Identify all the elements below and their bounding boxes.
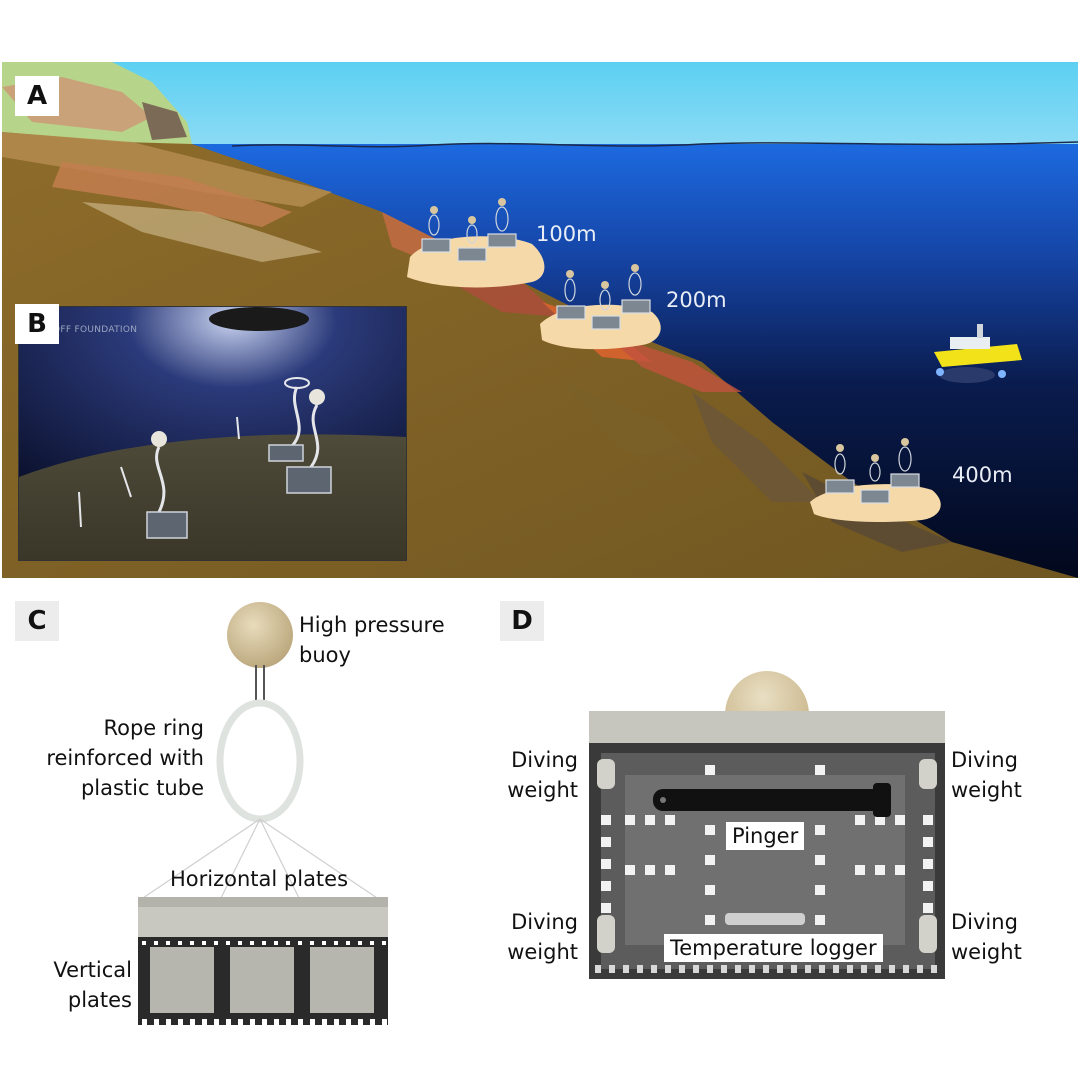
diving-weight-tr	[919, 759, 937, 789]
depth-label-100m: 100m	[536, 222, 597, 246]
label-buoy-line2: buoy	[299, 643, 351, 667]
label-diving-weight-bl: Diving weight	[500, 907, 578, 967]
label-dw-br-line2: weight	[951, 940, 1022, 964]
panel-letter-c: C	[15, 601, 59, 641]
label-dw-bl-line1: Diving	[511, 910, 578, 934]
frame-top-view-d	[589, 671, 945, 979]
photo-watermark: OFF FOUNDATION	[53, 325, 138, 335]
diving-weight-tl	[597, 759, 615, 789]
vertical-plate-2	[230, 947, 294, 1013]
mooring-group-200m	[556, 264, 651, 330]
label-buoy: High pressure buoy	[299, 610, 445, 670]
label-buoy-line1: High pressure	[299, 613, 445, 637]
label-diving-weight-br: Diving weight	[951, 907, 1022, 967]
panel-b-photo: OFF FOUNDATION	[18, 306, 407, 561]
ocean-scene	[2, 62, 1079, 578]
panel-letter-d: D	[500, 601, 544, 641]
depth-label-400m: 400m	[952, 463, 1013, 487]
label-vertical-line1: Vertical	[53, 958, 132, 982]
label-rope-ring: Rope ring reinforced with plastic tube	[20, 713, 204, 803]
panel-letter-a: A	[15, 76, 59, 116]
mooring-group-400m	[825, 438, 920, 504]
label-horizontal-plates: Horizontal plates	[170, 867, 349, 891]
mooring-diagram-c	[138, 602, 388, 1025]
label-dw-tl-line2: weight	[507, 778, 578, 802]
label-diving-weight-tr: Diving weight	[951, 745, 1022, 805]
label-ring-line1: Rope ring	[103, 716, 204, 740]
panel-letter-b: B	[15, 304, 59, 344]
label-dw-tr-line1: Diving	[951, 748, 1018, 772]
label-ring-line3: plastic tube	[80, 776, 204, 800]
pinger-icon	[653, 789, 883, 811]
buoy-icon	[227, 602, 293, 668]
label-diving-weight-tl: Diving weight	[500, 745, 578, 805]
label-temperature-logger: Temperature logger	[664, 934, 883, 962]
label-dw-tr-line2: weight	[951, 778, 1022, 802]
depth-label-200m: 200m	[666, 288, 727, 312]
vertical-plate-3	[310, 947, 374, 1013]
mooring-group-100m	[421, 198, 517, 262]
panel-a: A 100m 200m 400m	[2, 62, 1079, 578]
label-vertical-line2: plates	[67, 988, 132, 1012]
diving-weight-bl	[597, 915, 615, 953]
label-dw-bl-line2: weight	[507, 940, 578, 964]
label-ring-line2: reinforced with	[46, 746, 204, 770]
diving-weight-br	[919, 915, 937, 953]
label-dw-tl-line1: Diving	[511, 748, 578, 772]
label-pinger: Pinger	[726, 822, 805, 850]
vertical-plate-1	[150, 947, 214, 1013]
submersible-icon	[934, 324, 1022, 383]
temperature-logger-icon	[725, 913, 805, 925]
seafloor-photo	[19, 307, 406, 560]
label-vertical-plates: Vertical plates	[20, 955, 132, 1015]
sea-surface-line	[231, 141, 1079, 148]
rope-ring	[216, 699, 304, 823]
label-dw-br-line1: Diving	[951, 910, 1018, 934]
